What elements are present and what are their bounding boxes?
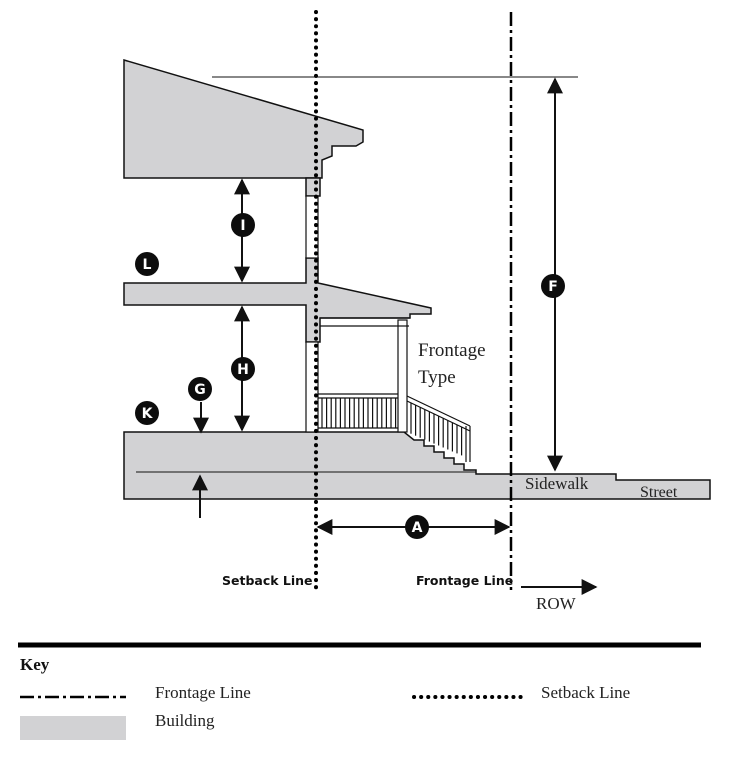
svg-text:G: G <box>194 382 206 398</box>
key-building-swatch <box>20 716 126 740</box>
svg-text:H: H <box>237 362 249 378</box>
badge-k: K <box>135 401 159 425</box>
svg-text:I: I <box>240 218 245 234</box>
badge-l: L <box>135 252 159 276</box>
upper-wall <box>305 177 321 197</box>
key-setback-line-label: Setback Line <box>541 683 630 702</box>
building <box>123 58 711 500</box>
svg-text:A: A <box>412 520 423 536</box>
porch-column <box>397 319 408 433</box>
key-title: Key <box>20 655 50 674</box>
badge-a: A <box>405 515 429 539</box>
frontage-type-label-line1: Frontage <box>418 340 486 361</box>
stair-railing <box>406 395 471 462</box>
svg-text:K: K <box>142 406 154 422</box>
row-label: ROW <box>536 594 577 613</box>
floor-slab <box>123 257 432 343</box>
sidewalk-label: Sidewalk <box>525 474 589 493</box>
street-label: Street <box>640 484 678 501</box>
badge-h: H <box>231 357 255 381</box>
badge-f: F <box>541 274 565 298</box>
frontage-line-label: Frontage Line <box>416 573 513 588</box>
porch-railing <box>318 393 398 429</box>
badge-g: G <box>188 377 212 401</box>
svg-text:F: F <box>548 279 558 295</box>
porch <box>318 317 471 462</box>
frontage-type-label-line2: Type <box>418 367 456 388</box>
badge-i: I <box>231 213 255 237</box>
upper-roof <box>123 58 364 179</box>
key-building-label: Building <box>155 711 215 730</box>
setback-line-label: Setback Line <box>222 573 313 588</box>
svg-text:L: L <box>143 257 152 273</box>
key-frontage-line-label: Frontage Line <box>155 683 251 702</box>
ground-slab <box>123 431 711 500</box>
